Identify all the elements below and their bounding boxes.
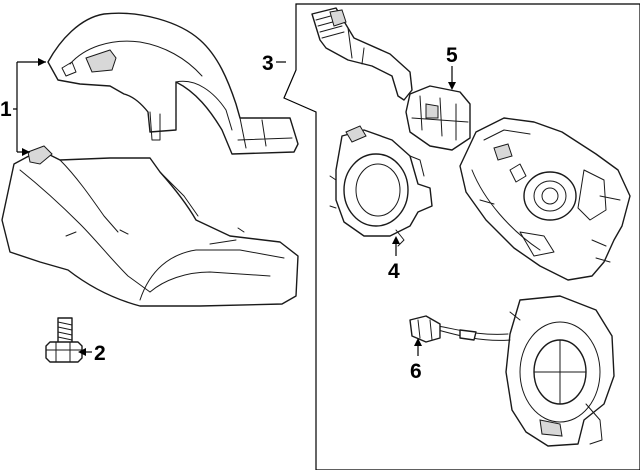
callout-5-label: 5 [446,44,458,67]
upper-column-cover[interactable] [47,12,299,155]
bolt[interactable] [45,317,83,363]
callout-4-label: 4 [388,260,400,283]
callout-2: 2 [78,342,106,365]
switch-stalk[interactable] [311,7,413,101]
assembly-frame [283,3,640,470]
callout-6: 6 [410,338,422,383]
combination-switch-housing[interactable] [459,117,631,281]
callout-3-label: 3 [262,52,274,75]
lower-column-cover[interactable] [1,145,299,307]
clock-spring[interactable] [505,295,615,447]
switch-connector[interactable] [405,85,471,151]
lock-ring-assembly[interactable] [329,125,433,247]
callout-6-label: 6 [410,360,422,383]
callout-1: 1 [0,58,46,156]
callout-3: 3 [262,52,286,75]
callout-4: 4 [388,236,400,283]
callout-1-label: 1 [0,98,12,121]
callout-5: 5 [446,44,458,90]
clock-spring-lead-wire[interactable] [409,315,511,343]
callout-2-label: 2 [94,342,106,365]
